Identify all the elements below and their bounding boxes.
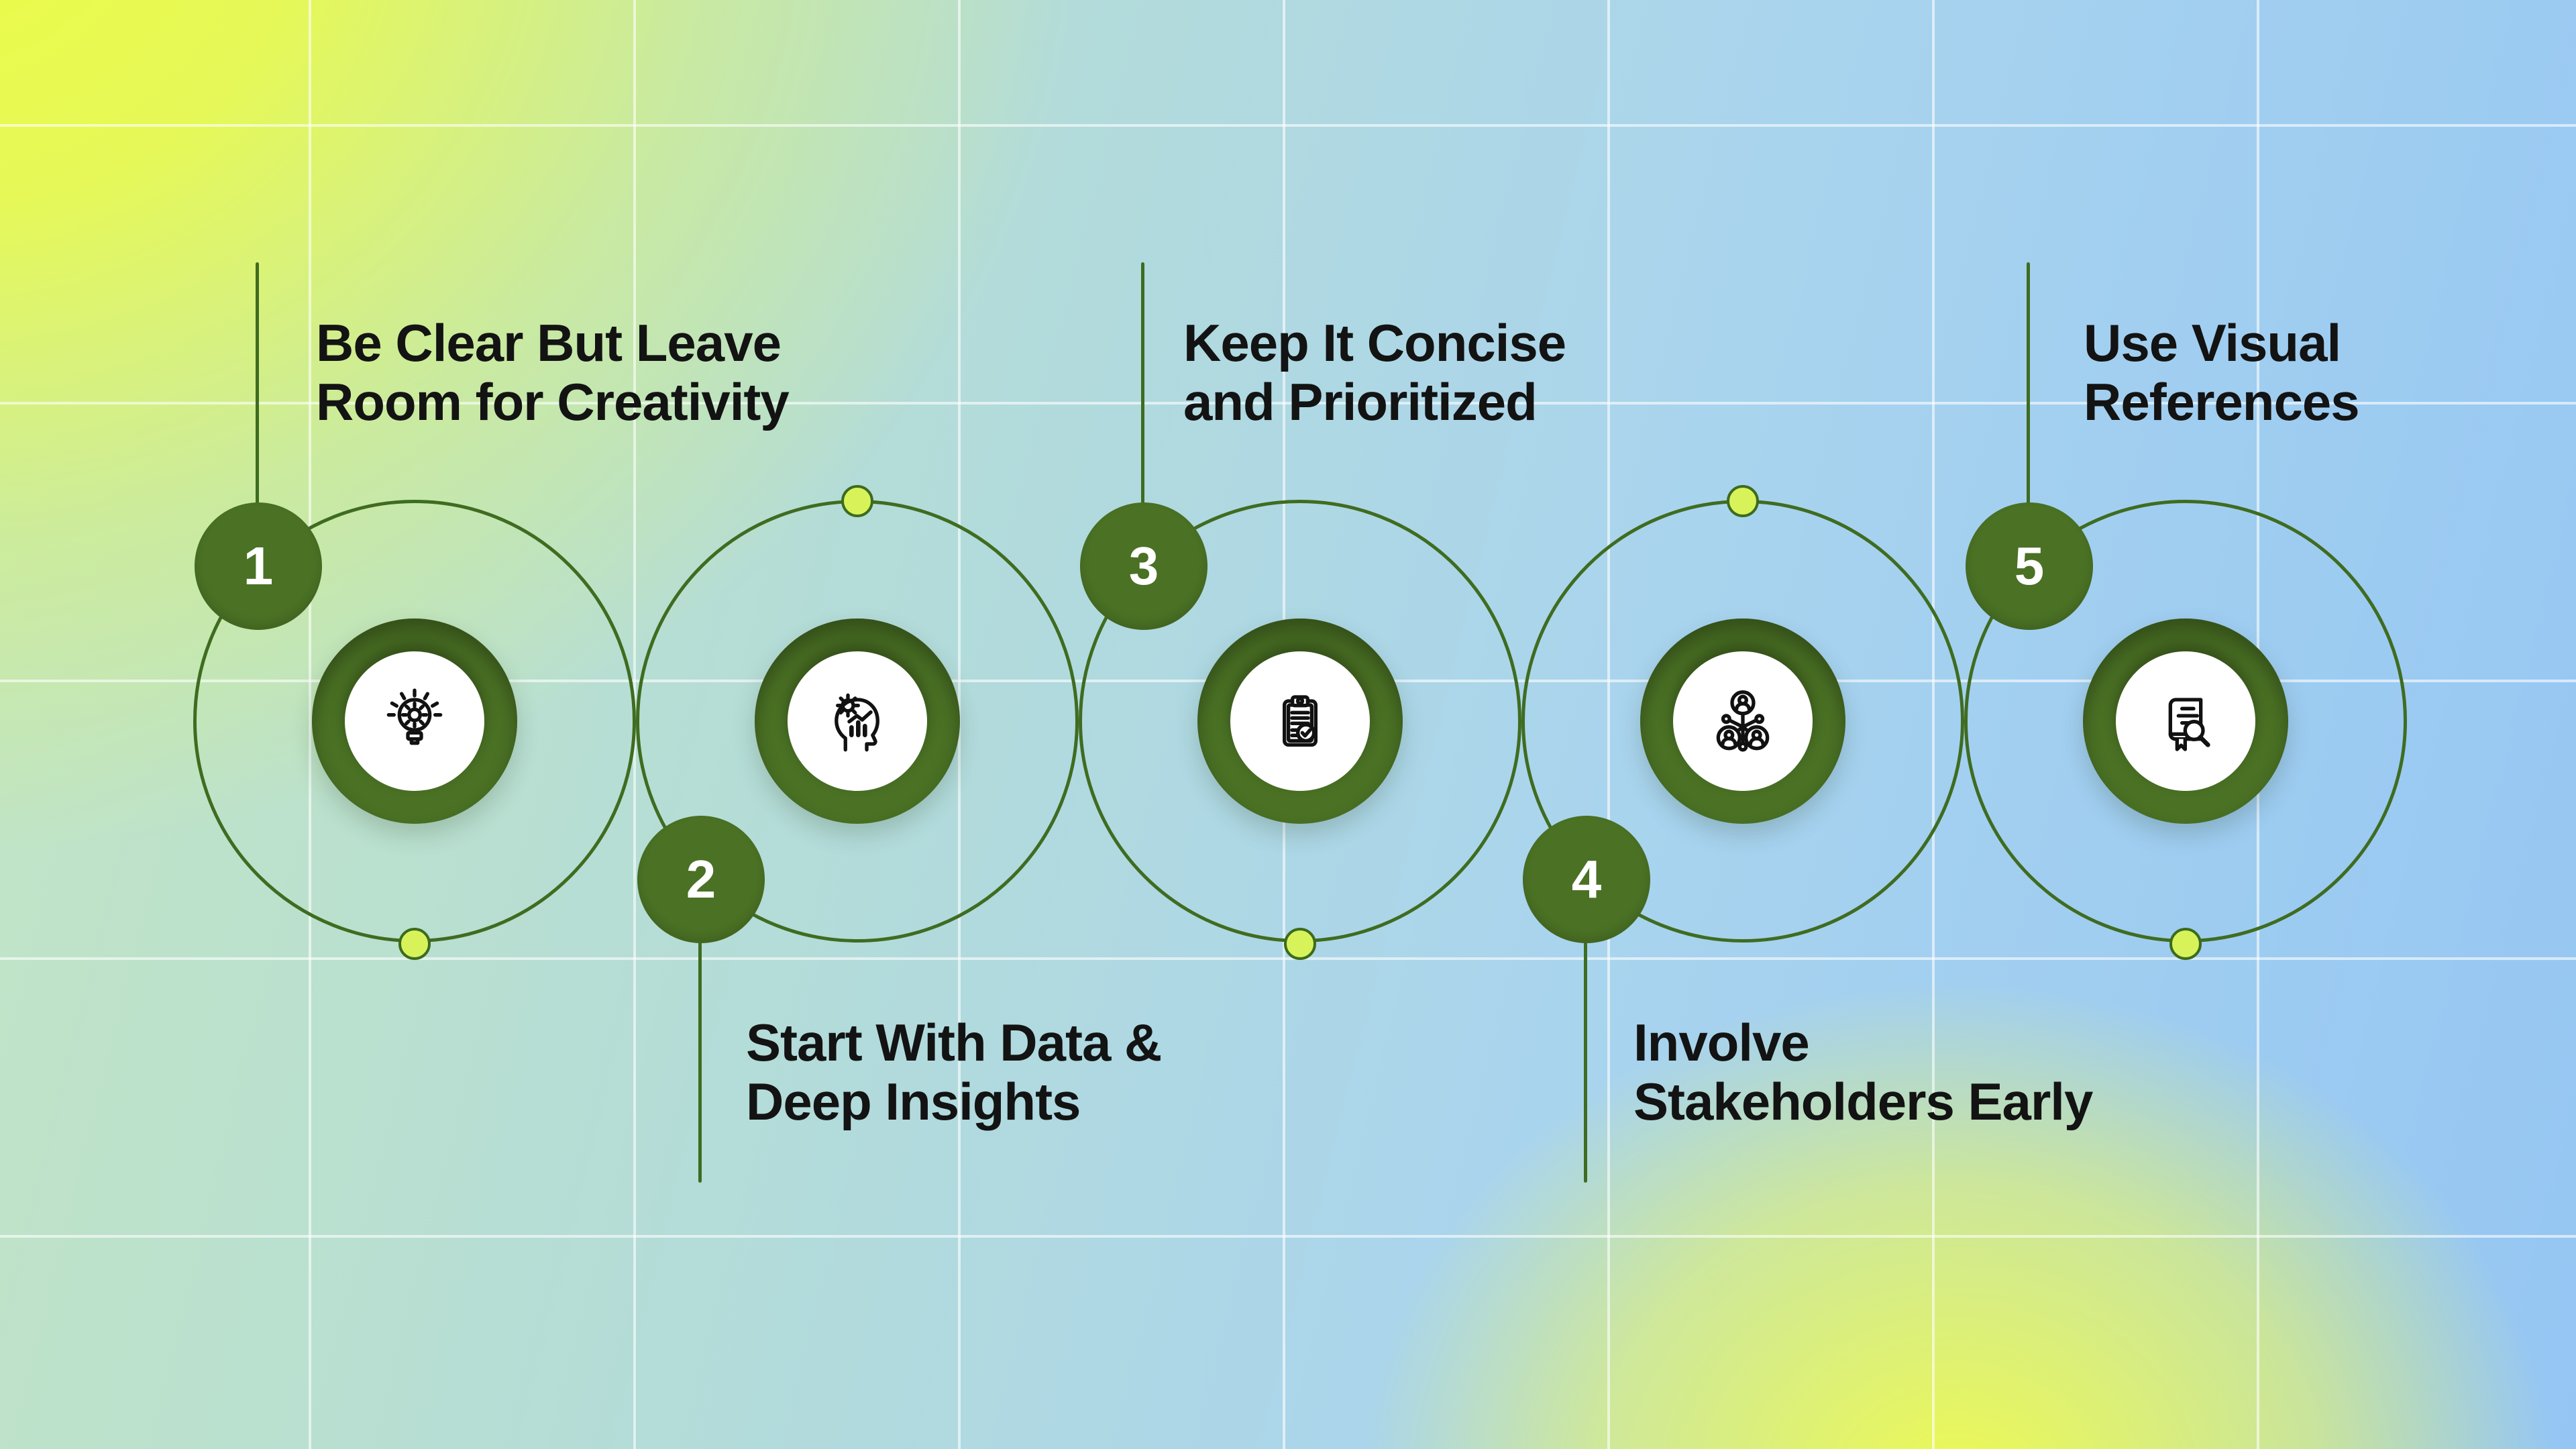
step-5-number: 5 (2014, 536, 2045, 596)
step-1-title: Be Clear But Leave Room for Creativity (316, 313, 790, 431)
step-1-icon-circle (345, 651, 484, 791)
step-2-icon-disc (755, 619, 960, 824)
grid-line-horizontal (0, 124, 2576, 127)
step-4-title: Involve Stakeholders Early (1633, 1013, 2093, 1131)
idea-gear-icon (386, 688, 443, 745)
stakeholder-network-icon (1716, 690, 1770, 752)
book-search-icon (2168, 698, 2210, 751)
grid-line-horizontal (0, 402, 2576, 405)
step-3-icon-circle (1230, 651, 1370, 791)
step-5-icon-circle (2116, 651, 2255, 791)
step-3-title-line1: Keep It Concise (1183, 313, 1566, 372)
step-3-icon-disc (1197, 619, 1403, 824)
step-5-title: Use Visual References (2084, 313, 2360, 431)
step-2-number-badge: 2 (637, 816, 765, 943)
step-2-title: Start With Data & Deep Insights (746, 1013, 1162, 1131)
step-3-number-badge: 3 (1080, 502, 1208, 630)
step-4-title-line2: Stakeholders Early (1633, 1072, 2093, 1131)
step-5-number-badge: 5 (1966, 502, 2093, 630)
step-1-title-line2: Room for Creativity (316, 372, 790, 431)
step-2-number: 2 (686, 849, 716, 909)
step-4-number-badge: 4 (1523, 816, 1650, 943)
step-4-title-line1: Involve (1633, 1013, 1810, 1072)
step-4-orbit-dot (1727, 485, 1759, 517)
step-5-icon-disc (2083, 619, 2288, 824)
step-2-icon-circle (788, 651, 927, 791)
grid-line-horizontal (0, 1235, 2576, 1238)
step-1-connector-line (256, 262, 259, 570)
step-2-title-line2: Deep Insights (746, 1072, 1081, 1131)
step-1-title-line1: Be Clear But Leave (316, 313, 782, 372)
step-2-title-line1: Start With Data & (746, 1013, 1162, 1072)
step-5-title-line2: References (2084, 372, 2360, 431)
step-4-icon-disc (1640, 619, 1845, 824)
clipboard-check-icon (1283, 695, 1318, 747)
step-4-connector-line (1584, 879, 1587, 1183)
step-3-orbit-dot (1284, 928, 1316, 960)
step-3-connector-line (1141, 262, 1144, 570)
step-2-orbit-dot (841, 485, 873, 517)
step-1-number: 1 (243, 536, 274, 596)
grid-line-horizontal (0, 957, 2576, 960)
step-3-title: Keep It Concise and Prioritized (1183, 313, 1566, 431)
analytical-mind-icon (835, 693, 879, 752)
step-1-number-badge: 1 (195, 502, 322, 630)
step-4-icon-circle (1673, 651, 1813, 791)
step-4-number: 4 (1571, 849, 1602, 909)
step-5-connector-line (2027, 262, 2030, 570)
step-2-connector-line (698, 879, 702, 1183)
step-1-orbit-dot (398, 928, 431, 960)
step-3-title-line2: and Prioritized (1183, 372, 1538, 431)
step-1-icon-disc (312, 619, 517, 824)
step-5-title-line1: Use Visual (2084, 313, 2341, 372)
step-3-number: 3 (1128, 536, 1159, 596)
step-5-orbit-dot (2169, 928, 2202, 960)
